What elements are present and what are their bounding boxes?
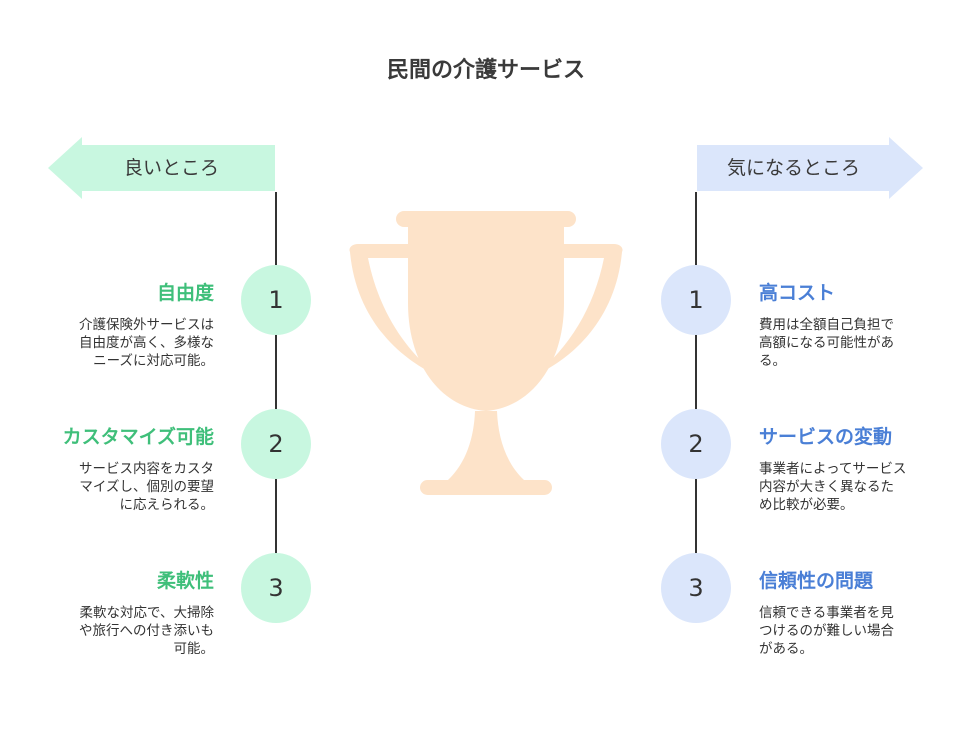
good-item-title-3: 柔軟性 bbox=[156, 570, 214, 592]
good-item-desc-1: 介護保険外サービスは 自由度が高く、多様な ニーズに対応可能。 bbox=[79, 317, 214, 369]
concern-header-arrow: 気になるところ bbox=[695, 137, 925, 199]
concern-number-3: 3 bbox=[661, 553, 731, 623]
good-item-title-2: カスタマイズ可能 bbox=[62, 426, 214, 448]
concern-number-2: 2 bbox=[661, 409, 731, 479]
good-header-label: 良いところ bbox=[124, 157, 220, 179]
concern-number-1: 1 bbox=[661, 265, 731, 335]
good-item-desc-3: 柔軟な対応で、大掃除 や旅行への付き添いも 可能。 bbox=[79, 605, 214, 657]
concern-item-desc-2: 事業者によってサービス 内容が大きく異なるた め比較が必要。 bbox=[759, 461, 907, 513]
concern-item-title-2: サービスの変動 bbox=[759, 426, 893, 448]
trophy-icon bbox=[348, 208, 624, 504]
concern-item-title-1: 高コスト bbox=[759, 282, 836, 304]
concern-item-desc-1: 費用は全額自己負担で 高額になる可能性があ る。 bbox=[759, 317, 894, 369]
good-timeline bbox=[275, 192, 277, 556]
concern-item-desc-3: 信頼できる事業者を見 つけるのが難しい場合 がある。 bbox=[759, 605, 894, 657]
good-number-2: 2 bbox=[241, 409, 311, 479]
good-number-3: 3 bbox=[241, 553, 311, 623]
good-item-desc-2: サービス内容をカスタ マイズし、個別の要望 に応えられる。 bbox=[79, 461, 214, 513]
concern-item-title-3: 信頼性の問題 bbox=[759, 570, 874, 592]
concern-header-label: 気になるところ bbox=[727, 157, 861, 179]
concern-timeline bbox=[695, 192, 697, 556]
page-title: 民間の介護サービス bbox=[386, 58, 585, 83]
good-header-arrow: 良いところ bbox=[48, 137, 278, 199]
good-number-1: 1 bbox=[241, 265, 311, 335]
good-item-title-1: 自由度 bbox=[156, 282, 214, 304]
